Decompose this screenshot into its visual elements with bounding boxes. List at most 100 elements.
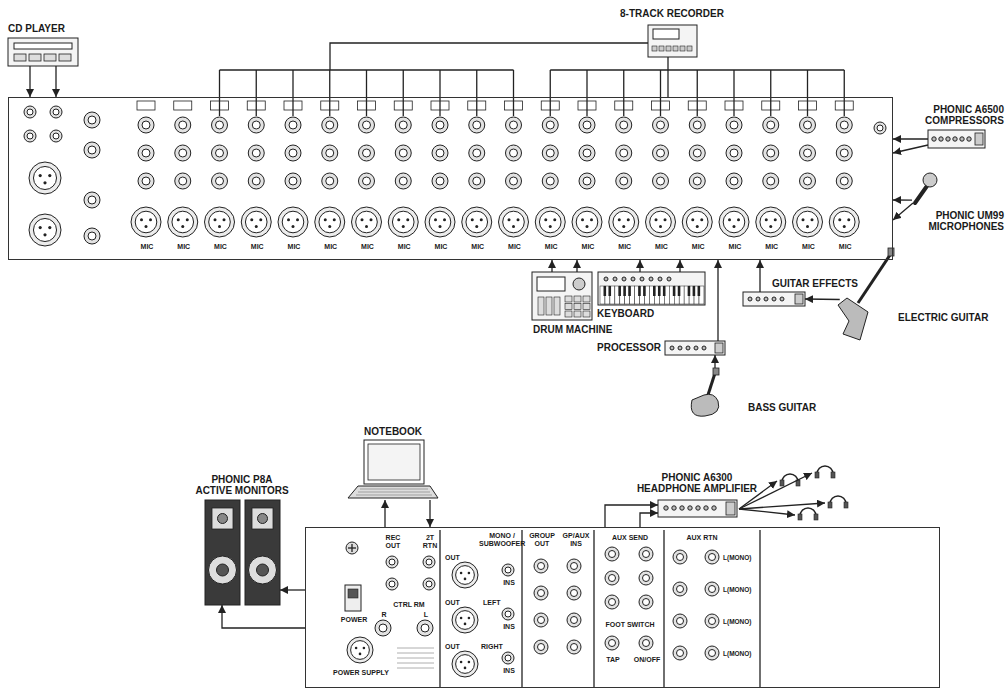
processor-icon xyxy=(670,346,674,350)
mixer-rear-panel-top xyxy=(763,145,779,161)
direct-out-wiring xyxy=(586,70,587,116)
keyboard-icon xyxy=(628,286,631,296)
mixer-rear-panel-bottom xyxy=(609,640,616,647)
mixer-rear-panel-top xyxy=(363,177,371,185)
panel-label: MIC xyxy=(614,243,636,251)
mixer-rear-panel-bottom xyxy=(345,585,361,611)
device-label: PHONIC A6500 COMPRESSORS xyxy=(900,104,1004,126)
mixer-rear-panel-bottom xyxy=(468,661,471,664)
panel-label: L(MONO) xyxy=(723,618,759,625)
mixer-rear-panel-top xyxy=(174,101,192,110)
mixer-rear-panel-bottom xyxy=(456,611,475,630)
device-label: PHONIC UM99 MICROPHONES xyxy=(900,210,1004,232)
panel-label: MIC xyxy=(246,243,268,251)
headphones-icon xyxy=(830,496,846,504)
mixer-rear-panel-top xyxy=(730,177,738,185)
panel-label: MIC xyxy=(136,243,158,251)
panel-label: CTRL RM xyxy=(375,601,443,609)
notebook-icon xyxy=(356,495,432,496)
mixer-panel: MICMICMICMICMICMICMICMICMICMICMICMICMICM… xyxy=(8,97,893,260)
mixer-rear-panel-bottom xyxy=(460,661,463,664)
mixer-rear-panel-top xyxy=(84,112,100,128)
mixer-rear-panel-top xyxy=(88,196,96,204)
mixer-rear-panel-top xyxy=(767,177,775,185)
mixer-rear-panel-top xyxy=(838,218,841,221)
mixer-rear-panel-top xyxy=(797,211,819,233)
signal-cable xyxy=(893,203,913,220)
direct-out-wiring xyxy=(550,70,551,116)
mixer-rear-panel-bottom xyxy=(464,623,467,626)
mixer-rear-panel-top xyxy=(535,207,565,237)
mixer-rear-panel-top xyxy=(142,121,150,129)
direct-out-wiring xyxy=(292,70,293,116)
panel-label: MIC xyxy=(283,243,305,251)
mixer-rear-panel-top xyxy=(289,121,297,129)
direct-out-wiring xyxy=(697,70,698,116)
signal-cable xyxy=(29,66,30,97)
panel-label: TAP xyxy=(603,656,623,664)
electric-guitar-icon xyxy=(888,248,894,256)
device-label: PHONIC P8A ACTIVE MONITORS xyxy=(193,474,291,496)
keyboard-icon xyxy=(622,277,626,281)
mixer-rear-panel-top xyxy=(443,218,446,221)
signal-cable xyxy=(893,145,928,153)
recorder-icon xyxy=(680,46,685,51)
mixer-rear-panel-top xyxy=(544,218,547,221)
compressor-icon xyxy=(928,130,985,148)
mixer-rear-panel-top xyxy=(212,173,228,189)
compressor-icon xyxy=(960,137,964,141)
direct-out-wiring xyxy=(807,70,808,116)
mixer-rear-panel-top xyxy=(539,211,561,233)
mixer-rear-panel-top xyxy=(726,117,742,133)
mixer-rear-panel-top xyxy=(352,207,382,237)
panel-label: L(MONO) xyxy=(723,650,759,657)
monitor-speaker-icon xyxy=(205,500,280,605)
mixer-rear-panel-top xyxy=(53,109,59,115)
headphones-icon xyxy=(739,509,795,515)
mixer-rear-panel-top xyxy=(622,225,625,228)
panel-label: GP/AUX INS xyxy=(559,532,593,548)
panel-label: MIC xyxy=(173,243,195,251)
headphones-icon xyxy=(815,472,819,478)
drum-machine-icon xyxy=(532,272,592,320)
mixer-rear-panel-bottom xyxy=(305,527,940,688)
monitor-speaker-icon xyxy=(245,500,280,605)
mixer-rear-panel-top xyxy=(282,211,304,233)
mixer-rear-panel-top xyxy=(24,106,36,118)
drum-machine-icon xyxy=(573,278,585,290)
mixer-rear-panel-top xyxy=(326,149,334,157)
device-box: ELECTRIC GUITAR xyxy=(830,250,895,340)
mixer-rear-panel-bottom xyxy=(348,589,358,598)
direct-out-wiring xyxy=(329,70,330,116)
headphones-icon xyxy=(798,514,802,520)
direct-out-wiring xyxy=(660,70,661,116)
mixer-rear-panel-top xyxy=(223,218,226,221)
mixer-rear-panel-top xyxy=(248,117,264,133)
compressor-icon xyxy=(932,137,936,141)
mixer-rear-panel-top xyxy=(436,121,444,129)
keyboard-icon xyxy=(649,277,653,281)
mixer-rear-panel-bottom xyxy=(534,613,548,627)
compressor-icon xyxy=(953,137,957,141)
notebook-icon xyxy=(358,492,430,493)
device-label: CD PLAYER xyxy=(8,23,98,34)
mixer-rear-panel-bottom xyxy=(571,617,578,624)
panel-label: POWER SUPPLY xyxy=(327,669,395,677)
mixer-rear-panel-top xyxy=(181,225,184,228)
mixer-rear-panel-top xyxy=(175,145,191,161)
mixer-rear-panel-bottom xyxy=(379,624,387,632)
mixer-rear-panel-top xyxy=(804,121,812,129)
panel-label: MIC xyxy=(540,243,562,251)
mixer-rear-panel-bottom xyxy=(609,599,616,606)
mixer-rear-panel-top xyxy=(285,117,301,133)
mixer-rear-panel-top xyxy=(579,117,595,133)
mixer-rear-panel-top xyxy=(425,207,455,237)
panel-label: INS xyxy=(499,667,519,675)
panel-label: OUT xyxy=(445,554,465,562)
direct-out-wiring xyxy=(844,70,845,116)
mixer-rear-panel-top xyxy=(506,117,522,133)
mixer-rear-panel-bottom xyxy=(521,530,522,688)
panel-label: L(MONO) xyxy=(723,586,759,593)
panel-label: MIC xyxy=(430,243,452,251)
